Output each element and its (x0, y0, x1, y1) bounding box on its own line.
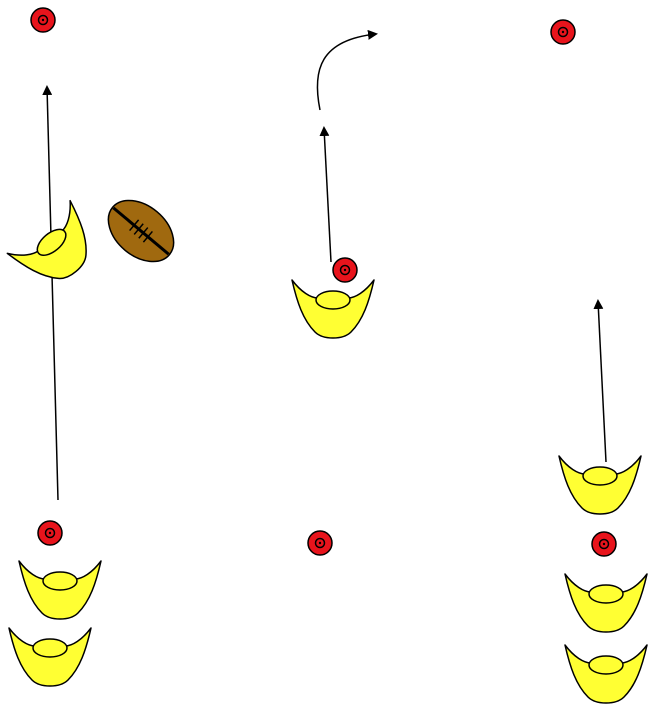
run-arrow-left (47, 87, 58, 500)
player-bottom-left-1 (19, 561, 101, 619)
player-bottom-right-1 (565, 574, 647, 632)
cone-bottom-right (592, 532, 616, 556)
cone-top-left (31, 8, 55, 32)
cone-center (333, 258, 357, 282)
player-passing (7, 201, 107, 298)
cone-bottom-center (308, 531, 332, 555)
cone-top-right (551, 20, 575, 44)
player-center (292, 280, 374, 338)
player-bottom-right-2 (565, 645, 647, 703)
run-arrow-center (324, 128, 331, 262)
player-right-runner (559, 456, 641, 514)
player-bottom-left-2 (9, 628, 91, 686)
curved-run-arrow (317, 34, 376, 110)
run-arrow-right (598, 301, 606, 462)
rugby-ball (97, 188, 186, 274)
cone-bottom-left (38, 521, 62, 545)
